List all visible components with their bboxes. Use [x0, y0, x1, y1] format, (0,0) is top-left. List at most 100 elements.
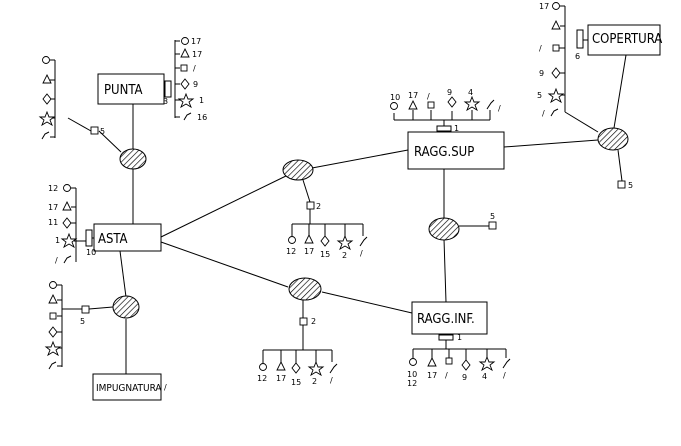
svg-text:9: 9	[462, 373, 467, 382]
asta-side-label: 10	[86, 248, 96, 257]
svg-text:4: 4	[482, 372, 487, 381]
triangle-icon	[427, 356, 437, 367]
triangle-icon	[48, 293, 58, 304]
rel-asta-ragg-sup	[282, 159, 314, 181]
square-icon	[49, 312, 57, 320]
svg-text:1: 1	[55, 236, 60, 245]
attrs-impugnatura: 5 /	[44, 281, 167, 392]
svg-text:10: 10	[407, 370, 417, 379]
star-icon	[44, 340, 62, 357]
tick-icon	[359, 236, 368, 247]
square-icon	[306, 201, 315, 210]
tick-icon	[48, 361, 57, 370]
entity-asta-label: ASTA	[98, 232, 128, 247]
line-sup-rel-to-ragg-sup	[311, 149, 409, 169]
svg-text:2: 2	[342, 251, 347, 260]
svg-text:/: /	[55, 256, 58, 265]
svg-text:12: 12	[48, 184, 58, 193]
triangle-icon	[408, 99, 418, 110]
line-inf-rel-to-ragg-inf2	[321, 291, 413, 314]
svg-text:16: 16	[197, 113, 207, 122]
attrs-asta-sup: 2 12 17 15 2 /	[286, 179, 368, 260]
svg-text:17: 17	[539, 2, 549, 11]
square-icon	[617, 180, 626, 189]
svg-text:/: /	[193, 64, 196, 73]
entity-ragg-inf-label: RAGG.INF.	[417, 312, 475, 327]
star-icon	[177, 92, 195, 109]
diamond-icon	[447, 96, 457, 108]
rel-asta-impugnatura	[112, 295, 140, 319]
relationships	[112, 127, 629, 319]
svg-text:17: 17	[427, 371, 437, 380]
circle-icon	[42, 56, 50, 64]
punta-side-label: 3	[163, 97, 168, 106]
svg-text:4: 4	[468, 88, 473, 97]
svg-text:9: 9	[193, 80, 198, 89]
star-icon	[60, 232, 78, 249]
svg-text:17: 17	[191, 37, 201, 46]
svg-text:1: 1	[457, 333, 462, 342]
square-icon	[81, 305, 90, 314]
svg-text:1: 1	[199, 96, 204, 105]
connection-lines	[119, 54, 627, 376]
svg-text:9: 9	[539, 69, 544, 78]
entity-impugnatura-label: IMPUGNATURA	[96, 383, 162, 394]
square-icon	[427, 101, 435, 109]
entity-punta: PUNTA	[97, 73, 165, 105]
svg-text:/: /	[164, 383, 167, 392]
diamond-icon	[320, 235, 330, 247]
svg-text:2: 2	[316, 202, 321, 211]
star-icon	[463, 95, 481, 112]
entity-copertura: COPERTURA	[587, 24, 662, 56]
triangle-icon	[551, 19, 561, 30]
tick-icon	[41, 131, 50, 140]
svg-text:2: 2	[312, 377, 317, 386]
svg-text:15: 15	[320, 250, 330, 259]
tick-icon	[183, 112, 192, 121]
svg-text:17: 17	[192, 50, 202, 59]
triangle-icon	[62, 200, 72, 211]
circle-icon	[259, 363, 267, 371]
copertura-side-label: 6	[575, 52, 580, 61]
star-icon	[547, 87, 565, 104]
tick-icon	[329, 363, 338, 374]
line-asta-to-inf-rel	[160, 241, 289, 288]
square-icon	[552, 44, 560, 52]
line-asta-to-sup-rel	[160, 174, 289, 238]
svg-text:12: 12	[257, 374, 267, 383]
svg-text:5: 5	[537, 91, 542, 100]
entity-ragg-inf: RAGG.INF.	[411, 301, 488, 335]
star-icon	[307, 360, 325, 377]
svg-text:5: 5	[490, 212, 495, 221]
square-icon	[445, 357, 453, 365]
line-cop-rel-to-copertura	[613, 54, 627, 129]
svg-text:5: 5	[628, 181, 633, 190]
square-icon	[299, 317, 308, 326]
star-icon	[478, 355, 496, 372]
tick-icon	[502, 358, 511, 369]
svg-text:5: 5	[100, 127, 105, 136]
tick-icon	[63, 255, 72, 264]
svg-text:15: 15	[291, 378, 301, 387]
diamond-icon	[48, 326, 58, 338]
diamond-icon	[551, 67, 561, 79]
diamond-icon	[291, 362, 301, 374]
attrs-punta-left: 5	[38, 56, 122, 153]
attrs-ragg-inf: 1 10 12 17 / 9 4 /	[407, 333, 511, 388]
star-icon	[336, 234, 354, 251]
circle-icon	[63, 184, 71, 192]
triangle-icon	[42, 73, 52, 84]
svg-text:9: 9	[447, 88, 452, 97]
entity-copertura-label: COPERTURA	[592, 32, 662, 47]
svg-text:12: 12	[407, 379, 417, 388]
square-icon	[488, 221, 497, 230]
square-icon	[90, 126, 99, 135]
attrs-copertura: 6 17 / 9 5 / 5	[537, 2, 633, 190]
entity-punta-label: PUNTA	[104, 83, 143, 98]
square-icon	[180, 64, 188, 72]
svg-text:17: 17	[408, 91, 418, 100]
diamond-icon	[180, 78, 190, 90]
attrs-sup-inf: 5	[459, 212, 497, 230]
diamond-icon	[42, 93, 52, 105]
